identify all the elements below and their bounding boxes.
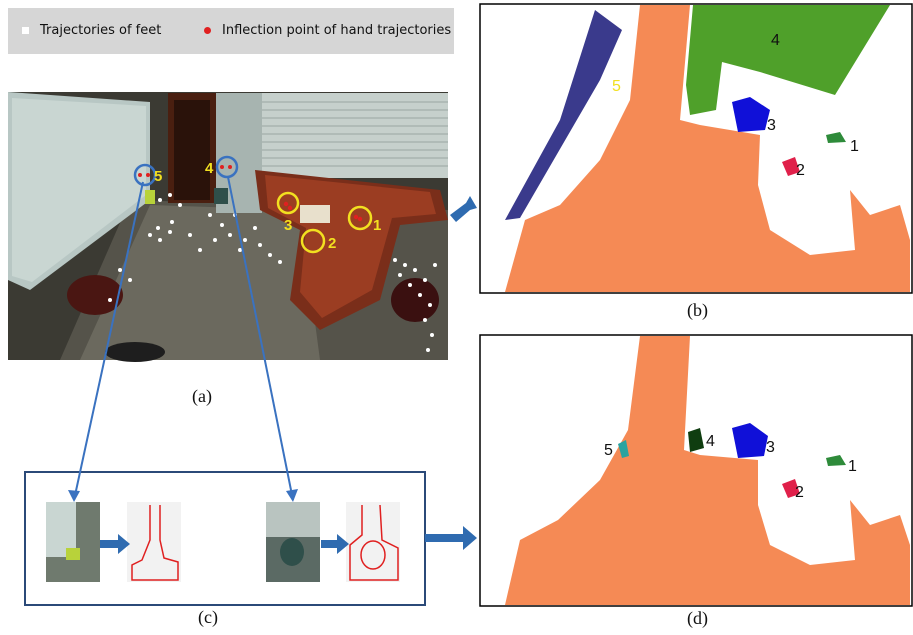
panel-b-label-1: 1: [850, 138, 859, 155]
thumb-bin-5-contour: [127, 502, 181, 582]
feet-legend-swatch: [22, 27, 29, 34]
caption-d: (d): [687, 608, 708, 628]
panel-a-photo: [8, 92, 448, 362]
feet-legend-label: Trajectories of feet: [40, 23, 162, 38]
panel-d-label-2: 2: [795, 484, 804, 501]
hand-legend-swatch: [204, 27, 211, 34]
connector-arrows: [68, 176, 477, 554]
panel-d-label-1: 1: [848, 458, 857, 475]
yellow-marker-circles: [276, 191, 373, 254]
marker-label-5: 5: [154, 168, 162, 185]
panel-b-label-4: 4: [771, 32, 780, 49]
panel-b-label-5: 5: [612, 78, 621, 95]
panel-a-marker-labels: 1 2 3 4 5: [154, 160, 381, 252]
panel-b-segmentation: [479, 3, 913, 294]
panel-d-labels: 1 2 3 4 5: [604, 433, 857, 501]
hand-inflection-dots: [138, 165, 363, 222]
feet-trajectory-dots: [108, 193, 437, 352]
hand-legend-label: Inflection point of hand trajectories: [222, 23, 452, 38]
panel-d-label-4: 4: [706, 433, 715, 450]
marker-label-1: 1: [373, 217, 381, 234]
panel-b-label-3: 3: [767, 117, 776, 134]
panel-d-segmentation: [479, 334, 913, 607]
panel-b-labels: 1 2 3 4 5: [612, 32, 859, 179]
caption-a: (a): [192, 386, 212, 406]
blue-marker-circles: [133, 155, 239, 187]
panel-d-label-3: 3: [766, 439, 775, 456]
legend-box: Trajectories of feet Inflection point of…: [8, 8, 454, 54]
panel-d-label-5: 5: [604, 442, 613, 459]
panel-c-box: [24, 471, 426, 606]
caption-b: (b): [687, 300, 708, 320]
marker-label-3: 3: [284, 217, 292, 234]
marker-label-4: 4: [205, 160, 214, 177]
caption-c: (c): [198, 607, 218, 627]
panel-b-label-2: 2: [796, 162, 805, 179]
marker-label-2: 2: [328, 235, 336, 252]
